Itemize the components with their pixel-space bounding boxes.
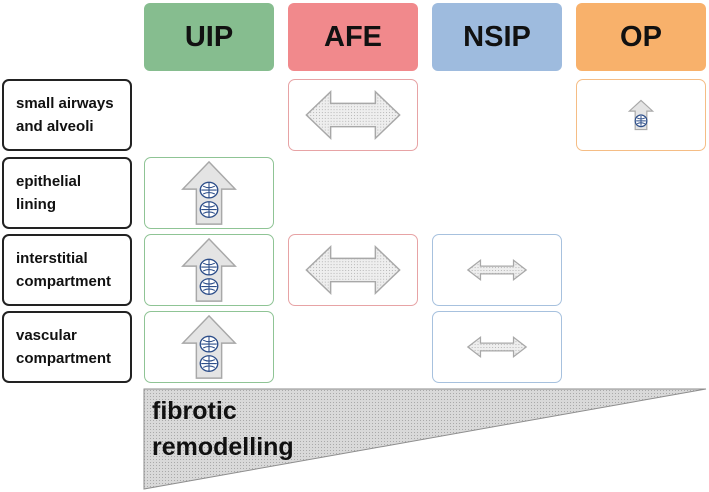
column-header-afe: AFE: [288, 3, 418, 71]
up-arrow-icon: [181, 160, 237, 225]
cell-small-airways-afe: [288, 79, 418, 151]
cell-epithelial-uip: [144, 157, 274, 229]
row-label-interstitial: interstitial compartment: [2, 234, 132, 306]
cell-vascular-uip: [144, 311, 274, 383]
remodelling-line: remodelling: [152, 433, 294, 461]
column-header-uip: UIP: [144, 3, 274, 71]
cell-interstitial-uip: [144, 234, 274, 306]
column-header-nsip: NSIP: [432, 3, 562, 71]
row-label-line: vascular: [16, 327, 77, 344]
cell-vascular-nsip: [432, 311, 562, 383]
row-label-line: compartment: [16, 273, 112, 290]
row-label-small-airways: small airways and alveoli: [2, 79, 132, 151]
cell-interstitial-afe: [288, 234, 418, 306]
remodelling-line: fibrotic: [152, 397, 237, 425]
row-label-line: and alveoli: [16, 118, 94, 135]
row-label-vascular: vascular compartment: [2, 311, 132, 383]
row-label-line: interstitial: [16, 250, 88, 267]
double-arrow-icon: [305, 89, 401, 141]
row-label-line: lining: [16, 196, 56, 213]
row-label-line: epithelial: [16, 173, 82, 190]
cell-interstitial-nsip: [432, 234, 562, 306]
up-arrow-icon: [181, 237, 237, 302]
double-arrow-icon: [466, 335, 528, 359]
double-arrow-icon: [305, 244, 401, 296]
cell-small-airways-op: [576, 79, 706, 151]
row-label-line: compartment: [16, 350, 112, 367]
double-arrow-icon: [466, 258, 528, 282]
fibrotic-remodelling-label: fibrotic remodelling: [152, 393, 294, 465]
up-arrow-icon: [627, 99, 655, 131]
column-header-op: OP: [576, 3, 706, 71]
row-label-line: small airways: [16, 95, 114, 112]
up-arrow-icon: [181, 314, 237, 379]
row-label-epithelial: epithelial lining: [2, 157, 132, 229]
